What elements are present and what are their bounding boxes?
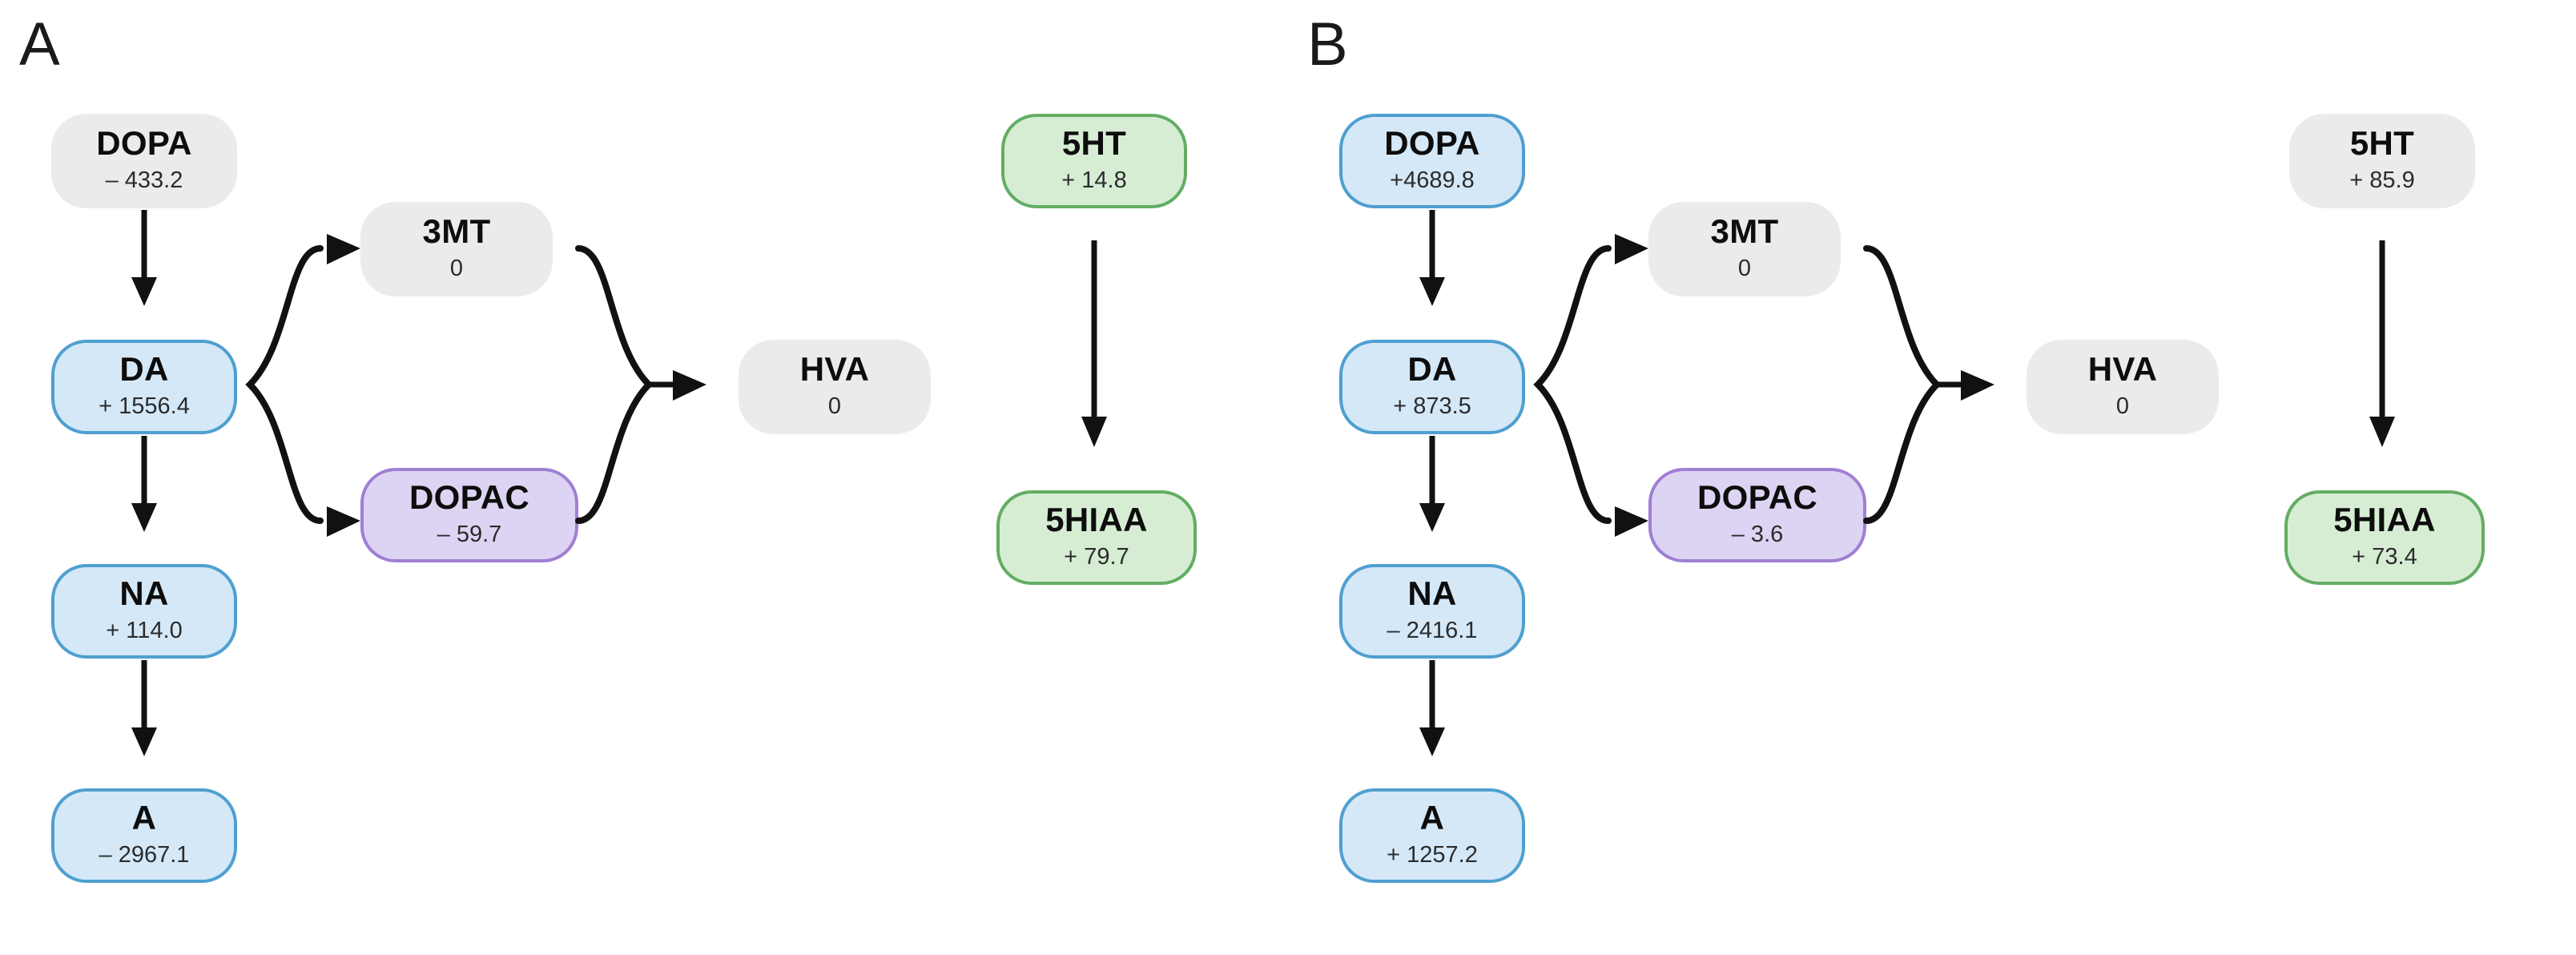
node-value: + 114.0: [106, 617, 183, 643]
panel-a: A DOPA – 433.2 DA + 1556.4 NA + 114.0 A: [19, 10, 1197, 883]
node-dopa-b: DOPA +4689.8: [1339, 114, 1525, 208]
node-value: + 1257.2: [1387, 841, 1478, 868]
node-value: 0: [2115, 393, 2130, 419]
node-hva-b: HVA 0: [2027, 340, 2219, 434]
node-label: DOPAC: [409, 478, 530, 517]
node-label: A: [1419, 799, 1445, 837]
node-value: +4689.8: [1390, 167, 1475, 193]
node-da-a: DA + 1556.4: [51, 340, 237, 434]
node-label: DA: [1407, 350, 1457, 389]
node-label: NA: [1407, 574, 1457, 613]
node-value: 0: [1737, 255, 1752, 281]
node-label: DOPAC: [1697, 478, 1818, 517]
arrow-da-to-na-b: [1419, 436, 1445, 532]
node-value: 0: [449, 255, 464, 281]
node-label: 5HT: [2349, 124, 2415, 163]
node-value: + 79.7: [1064, 543, 1129, 570]
node-na-b: NA – 2416.1: [1339, 564, 1525, 659]
arrow-dopa-to-da-b: [1419, 210, 1445, 306]
node-na-a: NA + 114.0: [51, 564, 237, 659]
node-value: – 433.2: [105, 167, 183, 193]
node-label: DOPA: [1384, 124, 1480, 163]
node-3mt-b: 3MT 0: [1648, 202, 1841, 296]
node-label: DA: [119, 350, 169, 389]
node-5ht-a: 5HT + 14.8: [1001, 114, 1187, 208]
node-label: A: [131, 799, 157, 837]
arrow-dopa-to-da-a: [131, 210, 157, 306]
panel-label-b: B: [1307, 10, 1348, 79]
arrow-5ht-to-5hiaa-b: [2369, 240, 2395, 447]
node-5hiaa-b: 5HIAA + 73.4: [2284, 490, 2485, 585]
node-5hiaa-a: 5HIAA + 79.7: [996, 490, 1197, 585]
node-label: HVA: [799, 350, 870, 389]
node-value: + 873.5: [1393, 393, 1471, 419]
panel-label-a: A: [19, 10, 60, 79]
node-label: NA: [119, 574, 169, 613]
node-da-b: DA + 873.5: [1339, 340, 1525, 434]
arrow-na-to-a-b: [1419, 660, 1445, 756]
node-dopac-b: DOPAC – 3.6: [1648, 468, 1866, 562]
node-value: + 1556.4: [99, 393, 190, 419]
node-value: – 59.7: [437, 521, 502, 547]
node-label: 5HT: [1061, 124, 1127, 163]
brace-hva-merge-a: [575, 245, 706, 524]
node-dopa-a: DOPA – 433.2: [51, 114, 237, 208]
arrow-5ht-to-5hiaa-a: [1081, 240, 1107, 447]
panel-b: B DOPA +4689.8 DA + 873.5 NA – 2416.1 A: [1288, 0, 2576, 955]
arrow-da-to-na-a: [131, 436, 157, 532]
node-value: 0: [827, 393, 842, 419]
node-5ht-b: 5HT + 85.9: [2289, 114, 2475, 208]
node-dopac-a: DOPAC – 59.7: [360, 468, 578, 562]
node-a-b: A + 1257.2: [1339, 788, 1525, 883]
node-a-a: A – 2967.1: [51, 788, 237, 883]
arrow-na-to-a-a: [131, 660, 157, 756]
node-value: – 3.6: [1731, 521, 1784, 547]
node-3mt-a: 3MT 0: [360, 202, 553, 296]
node-label: 3MT: [1710, 212, 1779, 251]
node-value: + 14.8: [1061, 167, 1127, 193]
brace-hva-merge-b: [1863, 245, 1994, 524]
node-label: 5HIAA: [1045, 501, 1148, 539]
node-value: + 73.4: [2352, 543, 2417, 570]
node-value: + 85.9: [2349, 167, 2415, 193]
node-label: DOPA: [96, 124, 192, 163]
node-label: 5HIAA: [2333, 501, 2436, 539]
node-value: – 2416.1: [1387, 617, 1478, 643]
node-label: HVA: [2087, 350, 2158, 389]
node-value: – 2967.1: [99, 841, 190, 868]
node-hva-a: HVA 0: [739, 340, 931, 434]
node-label: 3MT: [422, 212, 491, 251]
